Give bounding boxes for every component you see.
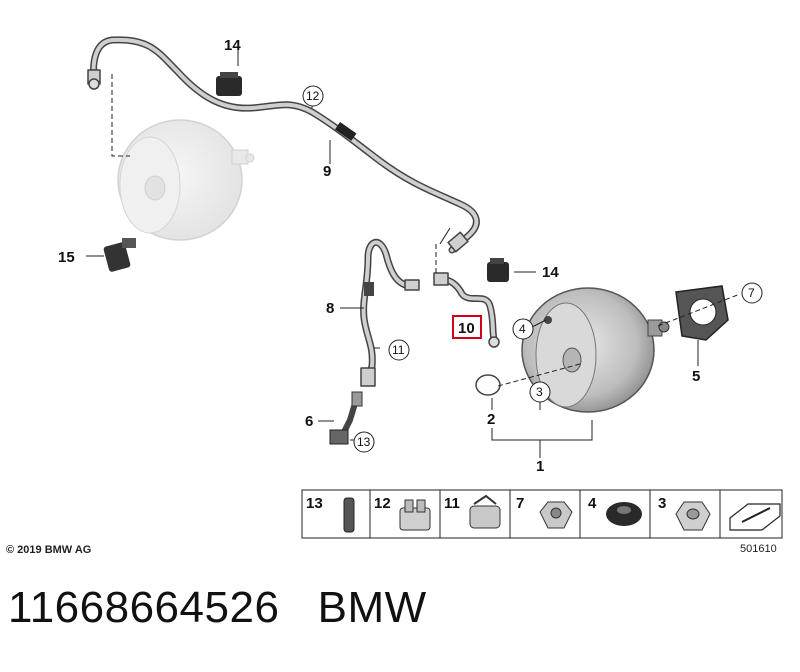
svg-text:12: 12	[306, 89, 320, 103]
brake-booster-1	[521, 287, 670, 413]
bracket-14-right	[487, 258, 509, 282]
vacuum-pipe-9	[87, 36, 480, 254]
legend-num-11: 11	[444, 495, 460, 512]
svg-text:13: 13	[357, 435, 371, 449]
circled-callout-7: 7	[741, 282, 763, 304]
gasket-5	[675, 285, 729, 341]
circled-callout-12: 12	[302, 85, 324, 107]
sensor-hose-6	[329, 391, 363, 445]
diagram-id: 501610	[740, 543, 777, 555]
footer-part-number: 11668664526 BMW	[8, 583, 427, 633]
part-number: 11668664526	[8, 583, 280, 632]
parts-legend: 13 12 11 7 4 3	[301, 489, 783, 539]
dashed-leader-lines	[111, 74, 741, 387]
leader-lines	[86, 50, 699, 458]
legend-num-4: 4	[588, 495, 597, 512]
callout-6: 6	[305, 413, 313, 430]
circled-callout-11: 11	[388, 339, 410, 361]
hose-clip-sleeve-icon	[343, 497, 355, 533]
bracket-14-top	[216, 72, 242, 96]
callout-10-highlight: 10	[452, 315, 482, 339]
legend-num-12: 12	[374, 495, 391, 512]
svg-text:3: 3	[536, 385, 543, 399]
hex-nut-icon	[675, 501, 711, 531]
svg-text:4: 4	[519, 322, 526, 336]
collar-nut-icon	[539, 501, 573, 529]
callout-2: 2	[487, 411, 495, 428]
circled-callout-3: 3	[529, 381, 551, 403]
ghost-brake-booster	[117, 119, 255, 241]
sensor-15	[103, 238, 136, 272]
double-clip-icon	[399, 499, 431, 531]
o-ring-2	[475, 374, 501, 396]
copyright-text: © 2019 BMW AG	[6, 544, 91, 556]
circled-callout-13: 13	[353, 431, 375, 453]
circled-callout-4: 4	[512, 318, 534, 340]
callout-5: 5	[692, 368, 700, 385]
svg-text:11: 11	[392, 343, 405, 357]
callout-1: 1	[536, 458, 544, 475]
grommet-icon	[606, 502, 642, 526]
hose-clamp-icon	[469, 494, 501, 529]
callout-14-right: 14	[542, 264, 559, 281]
callout-14-top: 14	[224, 37, 241, 54]
vacuum-pipe-8	[360, 239, 420, 387]
callout-10: 10	[458, 320, 475, 337]
callout-9: 9	[323, 163, 331, 180]
legend-num-3: 3	[658, 495, 666, 512]
svg-text:7: 7	[748, 286, 755, 300]
parts-diagram: 14 9 15 8 6 14 5 2 1 10 12 11 13 4 3 7	[6, 36, 783, 556]
brand-name: BMW	[317, 583, 427, 632]
vacuum-pipe-10	[433, 272, 500, 348]
callout-15: 15	[58, 249, 75, 266]
legend-num-7: 7	[516, 495, 524, 512]
callout-8: 8	[326, 300, 334, 317]
arrow-icon	[729, 503, 781, 531]
legend-num-13: 13	[306, 495, 323, 512]
